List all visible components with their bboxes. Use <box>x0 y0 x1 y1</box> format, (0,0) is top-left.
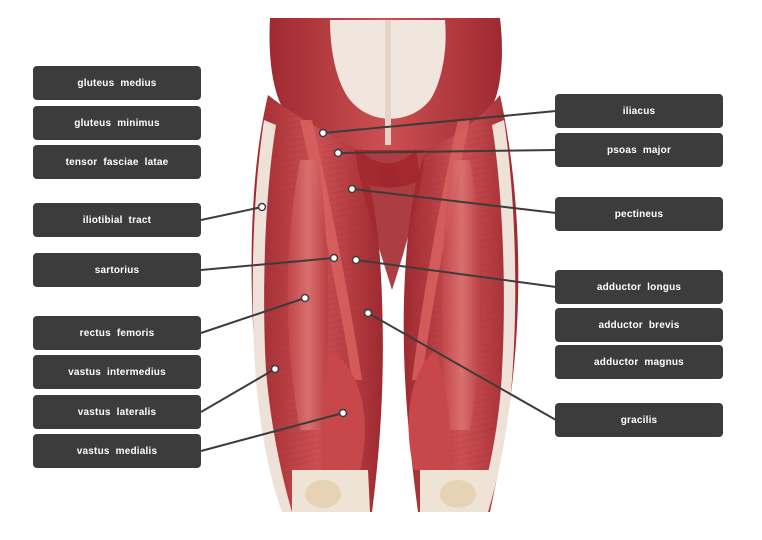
label-sartorius[interactable]: sartorius <box>33 253 201 287</box>
label-gluteus-minimus[interactable]: gluteus minimus <box>33 106 201 140</box>
pointer-dot-pectineus <box>347 184 357 194</box>
leader-line-pectineus <box>351 188 557 214</box>
label-vastus-medialis[interactable]: vastus medialis <box>33 434 201 468</box>
right-vastus-medialis <box>408 350 451 470</box>
label-pectineus[interactable]: pectineus <box>555 197 723 231</box>
label-vastus-lateralis[interactable]: vastus lateralis <box>33 395 201 429</box>
pointer-dot-vastus-lateralis <box>270 364 280 374</box>
right-rectus-femoris <box>441 160 483 430</box>
adductor-region <box>355 150 425 290</box>
label-tensor-fasciae-latae[interactable]: tensor fasciae latae <box>33 145 201 179</box>
label-gluteus-medius[interactable]: gluteus medius <box>33 66 201 100</box>
label-adductor-longus[interactable]: adductor longus <box>555 270 723 304</box>
leader-line-adductor-longus <box>355 259 557 288</box>
leader-line-rectus-femoris <box>200 297 306 334</box>
label-adductor-magnus[interactable]: adductor magnus <box>555 345 723 379</box>
right-iliotibial-band <box>478 120 516 512</box>
leader-line-psoas-major <box>337 149 557 154</box>
leader-line-vastus-lateralis <box>200 368 276 413</box>
leader-line-vastus-medialis <box>200 412 344 452</box>
pointer-dot-vastus-medialis <box>338 408 348 418</box>
pointer-dot-adductor-longus <box>351 255 361 265</box>
pointer-dot-iliotibial-tract <box>257 202 267 212</box>
pointer-dots <box>257 128 373 418</box>
label-iliotibial-tract[interactable]: iliotibial tract <box>33 203 201 237</box>
leader-line-iliacus <box>322 110 557 134</box>
pointer-dot-rectus-femoris <box>300 293 310 303</box>
pointer-dot-iliacus <box>318 128 328 138</box>
pointer-dot-psoas-major <box>333 148 343 158</box>
left-patella <box>305 480 341 508</box>
label-adductor-brevis[interactable]: adductor brevis <box>555 308 723 342</box>
leader-line-sartorius <box>200 257 335 271</box>
label-rectus-femoris[interactable]: rectus femoris <box>33 316 201 350</box>
leader-line-gracilis <box>367 312 557 421</box>
label-psoas-major[interactable]: psoas major <box>555 133 723 167</box>
leader-line-iliotibial-tract <box>200 206 263 221</box>
label-gracilis[interactable]: gracilis <box>555 403 723 437</box>
label-vastus-intermedius[interactable]: vastus intermedius <box>33 355 201 389</box>
leader-lines <box>200 110 557 452</box>
left-iliotibial-band <box>252 120 292 512</box>
pointer-dot-sartorius <box>329 253 339 263</box>
label-iliacus[interactable]: iliacus <box>555 94 723 128</box>
pointer-dot-gracilis <box>363 308 373 318</box>
right-patella <box>440 480 476 508</box>
